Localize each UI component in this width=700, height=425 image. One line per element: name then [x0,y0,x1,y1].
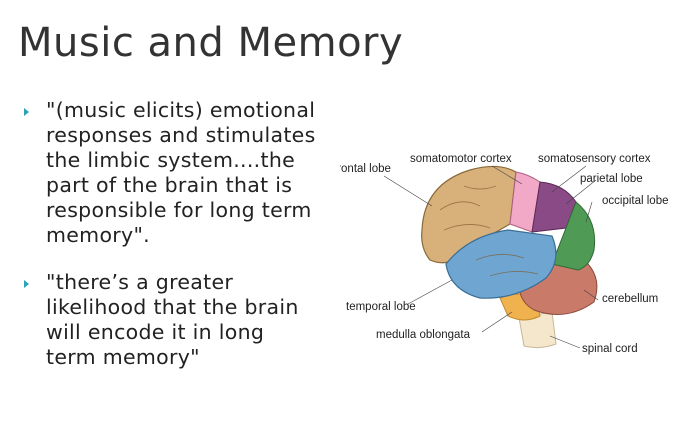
leader-cerebellum [583,289,599,301]
leader-somatosensory [551,165,587,193]
leader-parietal [565,179,597,205]
temporal-lobe-region [445,229,557,299]
leader-frontal [383,175,433,207]
bullet-line: term memory" [46,345,200,369]
bullet-item-1: "(music elicits) emotional responses and… [22,98,342,248]
bullet-line: "(music elicits) emotional [46,98,316,122]
occipital-lobe-region [551,201,596,271]
leader-spinal [549,335,581,349]
bullet-line: will encode it in long [46,320,265,344]
bullet-marker-icon [24,280,29,288]
label-somatosensory-cortex: somatosensory cortex [538,153,651,165]
label-somatomotor-cortex: somatomotor cortex [410,153,512,165]
brain-diagram: frontal lobe somatomotor cortex somatose… [340,153,668,355]
label-frontal-lobe: frontal lobe [340,163,391,175]
label-occipital-lobe: occipital lobe [602,195,668,207]
bullet-line: responsible for long term [46,198,312,222]
leader-occipital [585,201,593,223]
bullet-item-2: "there’s a greater likelihood that the b… [22,270,342,370]
label-spinal-cord: spinal cord [582,343,638,355]
bullet-line: the limbic system....the [46,148,296,172]
slide-title: Music and Memory [18,20,404,66]
bullet-line: responses and stimulates [46,123,316,147]
label-parietal-lobe: parietal lobe [580,173,643,185]
bullet-line: part of the brain that is [46,173,293,197]
label-temporal-lobe: temporal lobe [346,301,416,313]
bullet-marker-icon [24,108,29,116]
label-medulla-oblongata: medulla oblongata [376,329,471,341]
gyri-lines [439,185,539,277]
bullet-line: likelihood that the brain [46,295,299,319]
bullet-list: "(music elicits) emotional responses and… [22,98,342,392]
bullet-line: "there’s a greater [46,270,234,294]
bullet-line: memory". [46,223,150,247]
leader-medulla [481,311,513,333]
leader-somatomotor [491,165,523,185]
leader-temporal [407,279,453,305]
frontal-lobe-region [421,165,517,264]
label-cerebellum: cerebellum [602,293,658,305]
